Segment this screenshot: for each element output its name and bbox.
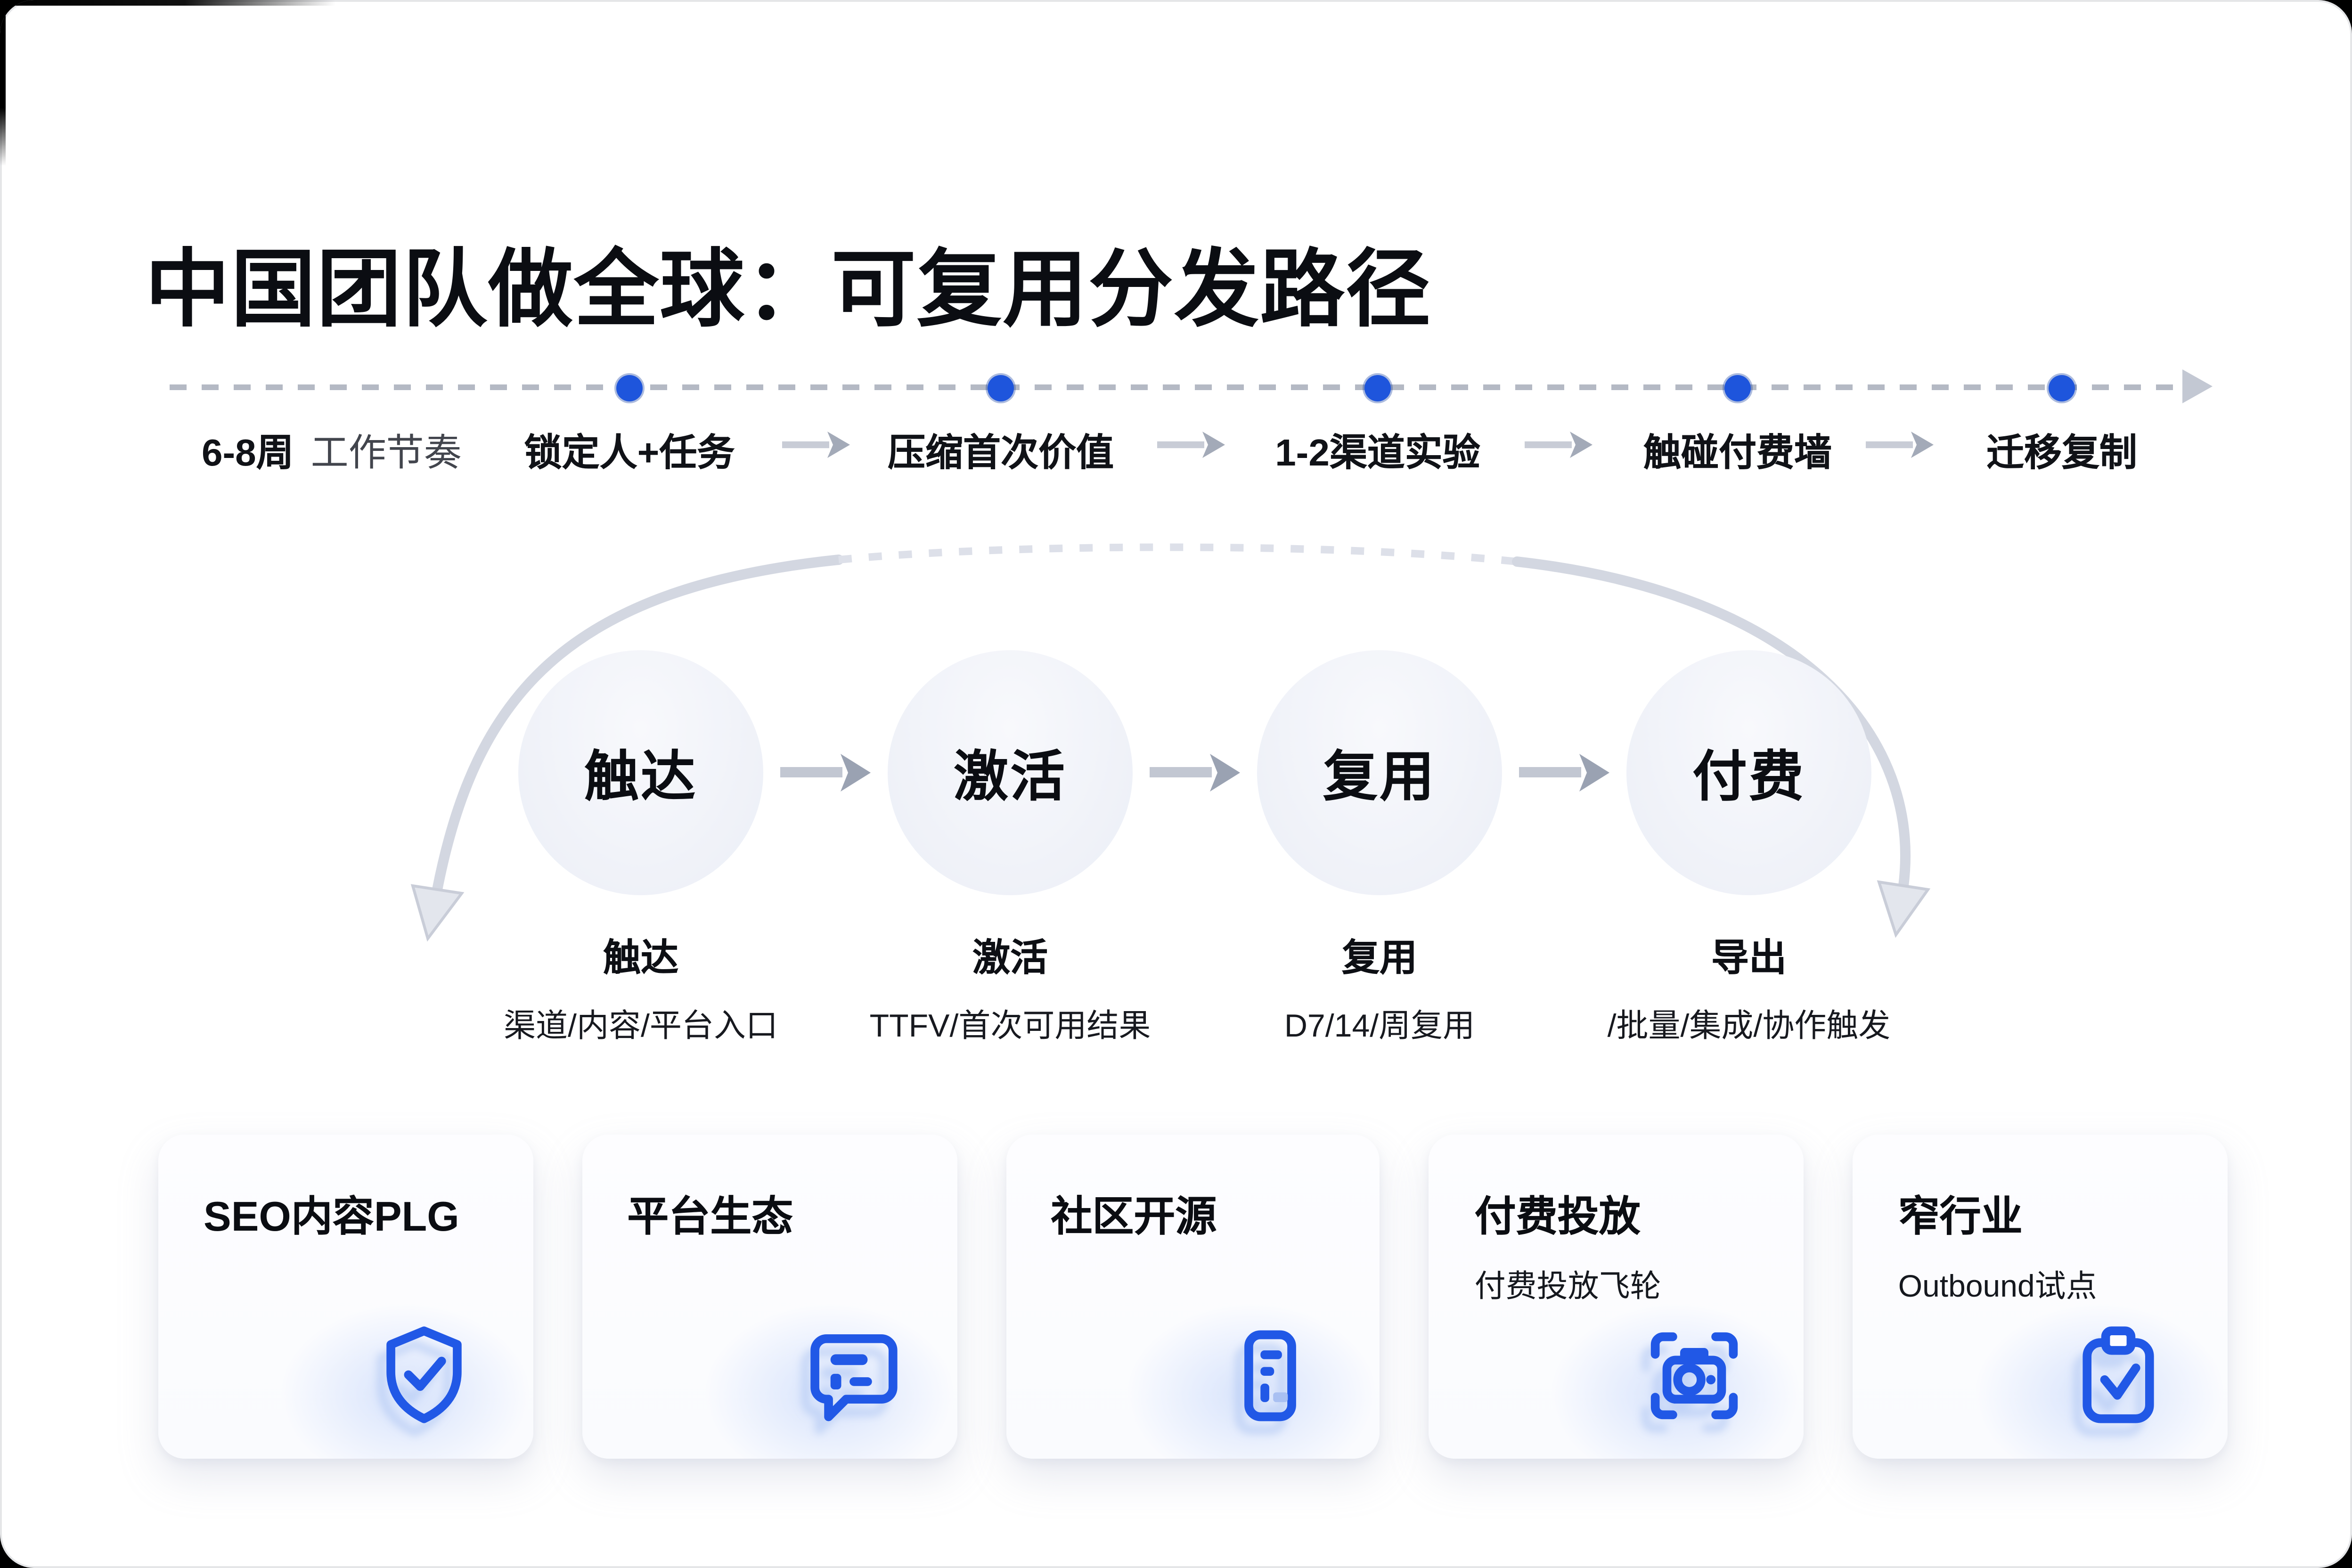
timeline-dot xyxy=(616,375,643,401)
right-arrow-icon xyxy=(1150,754,1240,792)
funnel-circle-activate: 激活 xyxy=(888,650,1133,895)
timeline-step: 压缩首次价值 xyxy=(888,433,1114,475)
photo-edge-top xyxy=(0,0,335,6)
card-seo-plg: SEO内容PLG xyxy=(158,1135,533,1459)
card-title: 平台生态 xyxy=(627,1193,793,1240)
page-title: 中国团队做全球：可复用分发路径 xyxy=(145,241,1432,338)
shield-check-icon xyxy=(369,1321,478,1430)
funnel-circle-reuse: 复用 xyxy=(1257,650,1502,895)
stage-label-export: 导出 /批量/集成/协作触发 xyxy=(1485,927,2013,1046)
stage-label-sub: D7/14/周复用 xyxy=(1284,1008,1475,1044)
document-list-icon xyxy=(1217,1321,1326,1430)
stage-label-sub: /批量/集成/协作触发 xyxy=(1607,1008,1891,1044)
card-community-opensource: 社区开源 xyxy=(1005,1135,1380,1459)
funnel-circle-pay: 付费 xyxy=(1626,650,1871,895)
stage-label-reuse: 复用 D7/14/周复用 xyxy=(1116,927,1643,1046)
right-arrow-icon xyxy=(1525,432,1592,458)
right-arrow-icon xyxy=(1519,754,1609,792)
right-arrow-icon xyxy=(1866,432,1934,458)
timeline-lead: 6-8周工作节奏 xyxy=(202,422,462,477)
card-subtitle: Outbound试点 xyxy=(1898,1270,2097,1304)
timeline-dot xyxy=(988,375,1014,401)
stage-label-title: 复用 xyxy=(1342,939,1417,980)
timeline-step: 触碰付费墙 xyxy=(1643,433,1832,475)
card-title: 付费投放 xyxy=(1474,1193,1641,1240)
card-subtitle: 付费投放飞轮 xyxy=(1474,1270,1661,1304)
stage-label-title: 激活 xyxy=(972,939,1048,980)
timeline-dashed-line xyxy=(170,384,2182,390)
card-title: 窄行业 xyxy=(1898,1193,2023,1240)
stage-label-title: 触达 xyxy=(603,939,678,980)
timeline-dot xyxy=(1364,375,1391,401)
timeline-lead-caption: 工作节奏 xyxy=(310,433,462,475)
photo-edge-left xyxy=(0,0,6,166)
stage-label-sub: 渠道/内容/平台入口 xyxy=(504,1008,778,1044)
timeline-step: 1-2渠道实验 xyxy=(1275,433,1480,475)
timeline-dot xyxy=(2049,375,2075,401)
card-title: SEO内容PLG xyxy=(204,1193,459,1240)
card-paid-ads: 付费投放 付费投放飞轮 xyxy=(1429,1135,1804,1459)
channel-cards: SEO内容PLG 平台生态 社区开源 xyxy=(158,1135,2228,1459)
timeline-dot xyxy=(1724,375,1751,401)
camera-scan-icon xyxy=(1640,1321,1749,1430)
card-narrow-industry: 窄行业 Outbound试点 xyxy=(1853,1135,2228,1459)
stage-label-activate: 激活 TTFV/首次可用结果 xyxy=(746,927,1274,1046)
timeline-lead-duration: 6-8周 xyxy=(202,433,294,475)
stage-label-title: 导出 xyxy=(1711,939,1787,980)
stage-label-sub: TTFV/首次可用结果 xyxy=(869,1008,1151,1044)
right-arrow-icon xyxy=(1157,432,1225,458)
timeline-step: 锁定人+任务 xyxy=(524,433,735,475)
right-arrow-icon xyxy=(782,432,850,458)
right-arrow-icon xyxy=(780,754,871,792)
stage-label-reach: 触达 渠道/内容/平台入口 xyxy=(377,927,905,1046)
timeline-step: 迁移复制 xyxy=(1986,433,2137,475)
timeline-end-arrow-icon xyxy=(2182,369,2213,403)
clipboard-check-icon xyxy=(2064,1321,2173,1430)
funnel-circle-reach: 触达 xyxy=(518,650,763,895)
card-platform-ecosystem: 平台生态 xyxy=(582,1135,957,1459)
chat-bubble-icon xyxy=(792,1321,902,1430)
card-title: 社区开源 xyxy=(1051,1193,1217,1240)
